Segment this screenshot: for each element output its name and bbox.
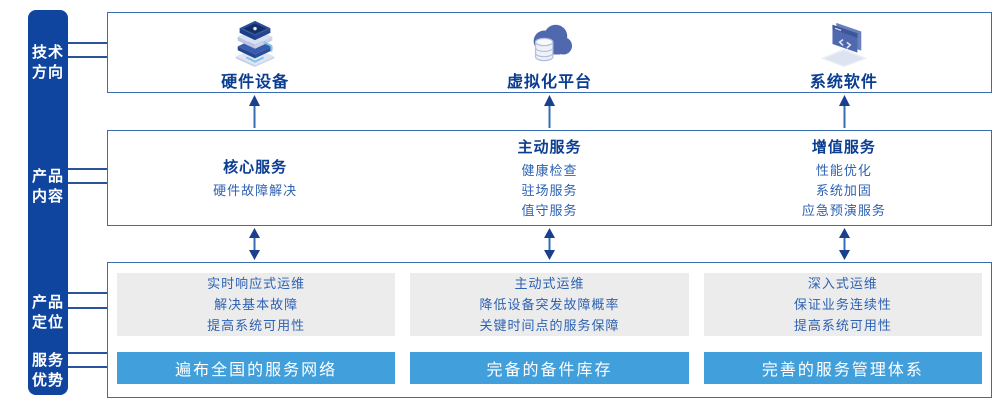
service-item: 性能优化 — [815, 162, 872, 178]
connector-line — [68, 366, 107, 368]
service-group-title: 主动服务 — [517, 138, 582, 156]
tech-column-hardware: 硬件设备 — [108, 13, 402, 92]
tech-label-system-software: 系统软件 — [809, 74, 878, 91]
service-item: 健康检查 — [521, 162, 578, 178]
tech-column-virtualization: 虚拟化平台 — [402, 13, 696, 92]
advantage-bar: 完备的备件库存 — [410, 352, 689, 384]
tech-direction-box: 硬件设备 虚拟化平台 — [107, 12, 992, 93]
sidebar: 技术 方向 产品 内容 产品 定位 服务 优势 — [28, 10, 68, 395]
connector-line — [68, 307, 107, 309]
advantage-bar: 完善的服务管理体系 — [703, 352, 982, 384]
tech-column-system-software: 系统软件 — [697, 13, 991, 92]
software-window-icon — [820, 22, 867, 67]
double-arrow-icon — [402, 227, 697, 260]
arrows-positioning-to-content — [107, 227, 992, 260]
server-stack-icon — [235, 20, 275, 67]
bottom-column-3: 深入式运维 保证业务连续性 提高系统可用性 完善的服务管理体系 — [703, 273, 982, 384]
sidebar-item-tech-direction: 技术 方向 — [31, 44, 64, 81]
up-arrow-icon — [107, 94, 402, 128]
content-column-core-service: 核心服务 硬件故障解决 — [108, 131, 402, 225]
connector-line — [68, 352, 107, 354]
service-group-title: 增值服务 — [811, 138, 876, 156]
tech-label-virtualization: 虚拟化平台 — [506, 74, 592, 91]
service-item: 值守服务 — [521, 202, 578, 218]
service-item: 应急预演服务 — [801, 202, 886, 218]
service-item: 系统加固 — [815, 182, 872, 198]
bottom-column-1: 实时响应式运维 解决基本故障 提高系统可用性 遍布全国的服务网络 — [117, 273, 396, 384]
double-arrow-icon — [697, 227, 992, 260]
cloud-database-icon — [534, 24, 573, 62]
up-arrow-icon — [697, 94, 992, 128]
service-group-title: 核心服务 — [223, 158, 288, 176]
double-arrow-icon — [107, 227, 402, 260]
content-column-value-added-service: 增值服务 性能优化 系统加固 应急预演服务 — [697, 131, 991, 225]
connector-line — [68, 56, 107, 58]
product-content-box: 核心服务 硬件故障解决 主动服务 健康检查 驻场服务 值守服务 增值服务 性能优… — [107, 130, 992, 226]
connector-line — [68, 42, 107, 44]
positioning-panel: 主动式运维 降低设备突发故障概率 关键时间点的服务保障 — [410, 273, 689, 337]
positioning-panel: 深入式运维 保证业务连续性 提高系统可用性 — [703, 273, 982, 337]
connector-line — [68, 168, 107, 170]
sidebar-item-product-positioning: 产品 定位 — [31, 294, 64, 331]
advantage-bar: 遍布全国的服务网络 — [117, 352, 396, 384]
positioning-advantage-box: 实时响应式运维 解决基本故障 提高系统可用性 遍布全国的服务网络 主动式运维 降… — [107, 262, 992, 398]
connector-line — [68, 292, 107, 294]
up-arrow-icon — [402, 94, 697, 128]
content-column-active-service: 主动服务 健康检查 驻场服务 值守服务 — [402, 131, 696, 225]
positioning-panel: 实时响应式运维 解决基本故障 提高系统可用性 — [117, 273, 396, 337]
sidebar-item-product-content: 产品 内容 — [31, 168, 64, 205]
service-item: 驻场服务 — [521, 182, 578, 198]
tech-label-hardware: 硬件设备 — [221, 74, 290, 91]
connector-line — [68, 182, 107, 184]
service-item: 硬件故障解决 — [213, 182, 298, 198]
arrows-content-to-tech — [107, 94, 992, 128]
sidebar-item-service-advantage: 服务 优势 — [31, 352, 64, 389]
bottom-column-2: 主动式运维 降低设备突发故障概率 关键时间点的服务保障 完备的备件库存 — [410, 273, 689, 384]
